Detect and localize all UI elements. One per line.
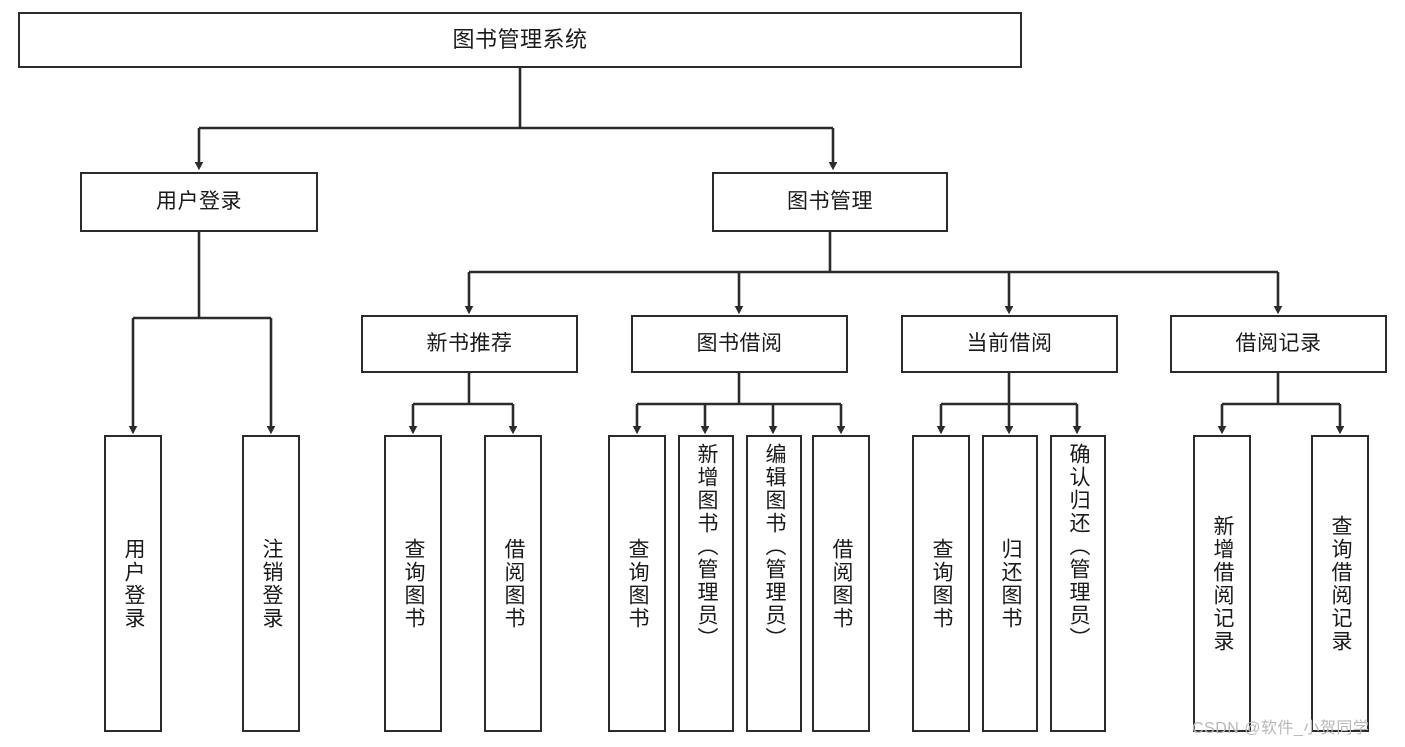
node-leaf-query-book-1[interactable]: 查询图书 <box>384 435 442 732</box>
node-book-borrow[interactable]: 图书借阅 <box>631 315 848 373</box>
node-leaf-query-book-3[interactable]: 查询图书 <box>912 435 970 732</box>
node-leaf-add-book-label: 新增图书（管理员） <box>695 443 719 650</box>
node-leaf-user-logout-label: 注销登录 <box>260 537 284 630</box>
node-leaf-query-book-2-label: 查询图书 <box>626 537 650 630</box>
node-leaf-query-record-label: 查询借阅记录 <box>1329 514 1353 653</box>
node-leaf-query-book-1-label: 查询图书 <box>402 537 426 630</box>
node-user-login-label: 用户登录 <box>156 189 242 213</box>
node-leaf-edit-book-label: 编辑图书（管理员） <box>763 443 787 650</box>
node-leaf-add-record[interactable]: 新增借阅记录 <box>1193 435 1251 732</box>
node-leaf-borrow-book-1[interactable]: 借阅图书 <box>484 435 542 732</box>
node-current-borrow-label: 当前借阅 <box>966 331 1053 355</box>
node-book-manage-label: 图书管理 <box>787 189 873 213</box>
node-leaf-add-book[interactable]: 新增图书（管理员） <box>678 435 734 732</box>
node-leaf-confirm-return-label: 确认归还（管理员） <box>1067 443 1091 650</box>
csdn-watermark: CSDN @软件_小贺同学 <box>1192 720 1370 737</box>
node-borrow-record[interactable]: 借阅记录 <box>1170 315 1387 373</box>
node-leaf-borrow-book-2[interactable]: 借阅图书 <box>812 435 870 732</box>
node-borrow-record-label: 借阅记录 <box>1235 331 1322 355</box>
node-leaf-query-book-3-label: 查询图书 <box>930 537 954 630</box>
node-leaf-user-logout[interactable]: 注销登录 <box>242 435 300 732</box>
node-user-login[interactable]: 用户登录 <box>80 172 318 232</box>
node-leaf-return-book[interactable]: 归还图书 <box>982 435 1038 732</box>
node-root[interactable]: 图书管理系统 <box>18 12 1022 68</box>
node-leaf-add-record-label: 新增借阅记录 <box>1211 514 1235 653</box>
node-new-book-rec-label: 新书推荐 <box>426 331 513 355</box>
node-leaf-query-book-2[interactable]: 查询图书 <box>608 435 666 732</box>
node-leaf-borrow-book-2-label: 借阅图书 <box>830 537 854 630</box>
node-leaf-edit-book[interactable]: 编辑图书（管理员） <box>746 435 802 732</box>
node-leaf-user-login[interactable]: 用户登录 <box>104 435 162 732</box>
node-leaf-confirm-return[interactable]: 确认归还（管理员） <box>1050 435 1106 732</box>
node-current-borrow[interactable]: 当前借阅 <box>901 315 1118 373</box>
node-leaf-borrow-book-1-label: 借阅图书 <box>502 537 526 630</box>
node-new-book-rec[interactable]: 新书推荐 <box>361 315 578 373</box>
node-book-manage[interactable]: 图书管理 <box>712 172 948 232</box>
node-root-label: 图书管理系统 <box>452 27 588 53</box>
node-leaf-user-login-label: 用户登录 <box>122 537 146 630</box>
node-leaf-return-book-label: 归还图书 <box>999 537 1023 630</box>
node-leaf-query-record[interactable]: 查询借阅记录 <box>1311 435 1369 732</box>
node-book-borrow-label: 图书借阅 <box>696 331 783 355</box>
